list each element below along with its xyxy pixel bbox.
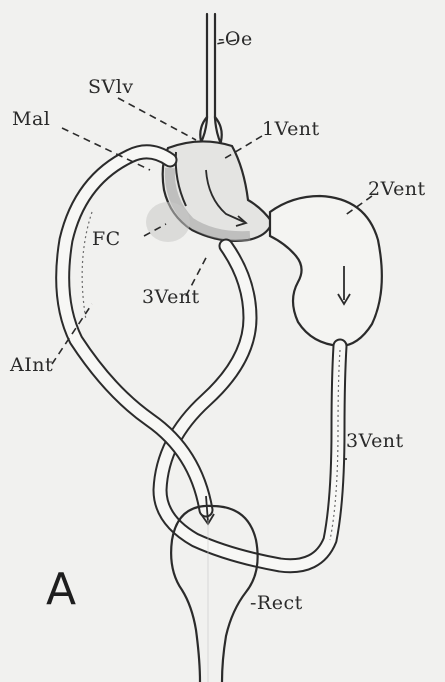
- label-aint: AInt: [10, 356, 53, 375]
- filter-chamber-shading: [146, 202, 190, 242]
- label-vent3-inner: 3Vent: [142, 288, 200, 307]
- label-fc: FC: [92, 230, 121, 249]
- label-rect: -Rect: [250, 594, 303, 613]
- label-svlv: SVlv: [88, 78, 134, 97]
- figure-letter: A: [46, 568, 77, 612]
- label-vent1: 1Vent: [262, 120, 320, 139]
- second-ventriculus: [270, 196, 382, 346]
- label-vent3-outer: 3Vent: [346, 432, 404, 451]
- label-mal: Mal: [12, 110, 50, 129]
- label-vent2: 2Vent: [368, 180, 426, 199]
- label-oe: -Oe: [218, 30, 253, 49]
